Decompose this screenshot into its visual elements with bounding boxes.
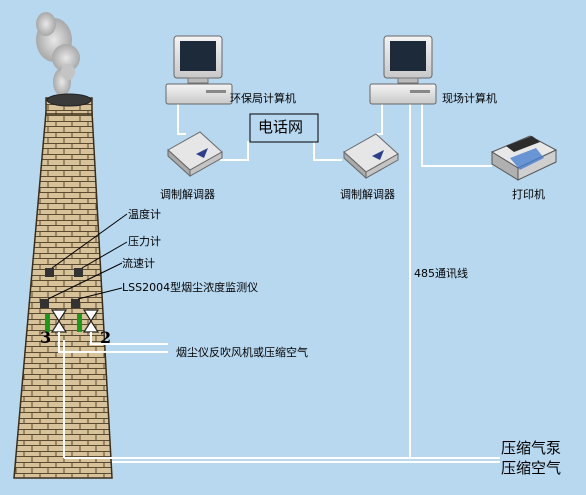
epb-computer bbox=[165, 35, 233, 105]
printer-label: 打印机 bbox=[512, 188, 545, 201]
thermometer-sensor bbox=[45, 268, 54, 277]
site-computer-label: 现场计算机 bbox=[442, 92, 497, 105]
sensor-leader-lines bbox=[47, 213, 128, 300]
phone-network-box bbox=[249, 113, 319, 143]
chimney bbox=[13, 93, 113, 479]
modem-right bbox=[343, 133, 399, 180]
site-computer bbox=[369, 35, 437, 105]
blowback-label: 烟尘仪反吹风机或压缩空气 bbox=[176, 346, 308, 359]
modem-left bbox=[167, 131, 223, 178]
pressure-gauge-label: 压力计 bbox=[128, 235, 161, 248]
dust-monitor-sensor bbox=[71, 299, 80, 308]
thermometer-label: 温度计 bbox=[128, 208, 161, 221]
phone-network-label: 电话网 bbox=[258, 118, 304, 136]
flowmeter-label: 流速计 bbox=[122, 257, 155, 270]
valve-2-label: 2 bbox=[100, 328, 112, 347]
modem-left-label: 调制解调器 bbox=[160, 188, 215, 201]
smoke-plume bbox=[36, 12, 80, 96]
dust-monitor-label: LSS2004型烟尘浓度监测仪 bbox=[122, 281, 259, 294]
pressure-sensor bbox=[74, 268, 83, 277]
valve-3-label: 3 bbox=[40, 328, 52, 347]
printer bbox=[490, 135, 558, 181]
connection-lines bbox=[58, 104, 500, 463]
epb-computer-label: 环保局计算机 bbox=[230, 92, 296, 105]
bus-485-label: 485通讯线 bbox=[414, 267, 468, 280]
valve-3 bbox=[45, 309, 68, 333]
modem-right-label: 调制解调器 bbox=[340, 188, 395, 201]
compressor-pump-label: 压缩气泵 bbox=[501, 439, 562, 457]
flowmeter-sensor bbox=[40, 299, 49, 308]
compressed-air-label: 压缩空气 bbox=[501, 459, 562, 477]
